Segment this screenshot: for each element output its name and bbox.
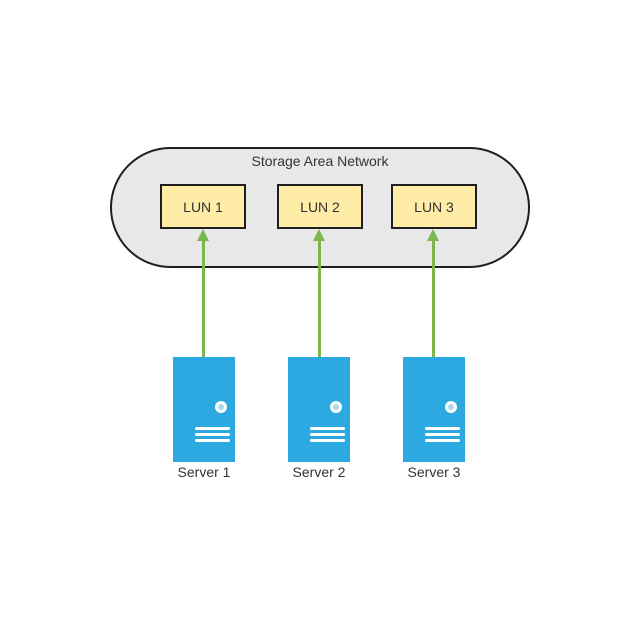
vent-lines-icon bbox=[425, 427, 460, 445]
power-button-icon bbox=[330, 401, 342, 413]
power-button-icon bbox=[445, 401, 457, 413]
lun-2-node: LUN 2 bbox=[277, 184, 363, 229]
power-button-icon bbox=[215, 401, 227, 413]
san-title: Storage Area Network bbox=[251, 153, 389, 169]
lun-3-label: LUN 3 bbox=[414, 198, 454, 215]
arrow-line bbox=[432, 240, 435, 357]
arrow-line bbox=[202, 240, 205, 357]
server-3-node bbox=[403, 357, 465, 462]
lun-2-label: LUN 2 bbox=[300, 198, 340, 215]
server-2-label: Server 2 bbox=[292, 464, 346, 480]
vent-lines-icon bbox=[310, 427, 345, 445]
arrow-up-icon bbox=[197, 229, 209, 241]
server-1-label: Server 1 bbox=[177, 464, 231, 480]
lun-3-node: LUN 3 bbox=[391, 184, 477, 229]
server-2-node bbox=[288, 357, 350, 462]
arrow-line bbox=[318, 240, 321, 357]
server-3-label: Server 3 bbox=[407, 464, 461, 480]
arrow-up-icon bbox=[427, 229, 439, 241]
server-1-node bbox=[173, 357, 235, 462]
arrow-up-icon bbox=[313, 229, 325, 241]
vent-lines-icon bbox=[195, 427, 230, 445]
lun-1-label: LUN 1 bbox=[183, 198, 223, 215]
lun-1-node: LUN 1 bbox=[160, 184, 246, 229]
